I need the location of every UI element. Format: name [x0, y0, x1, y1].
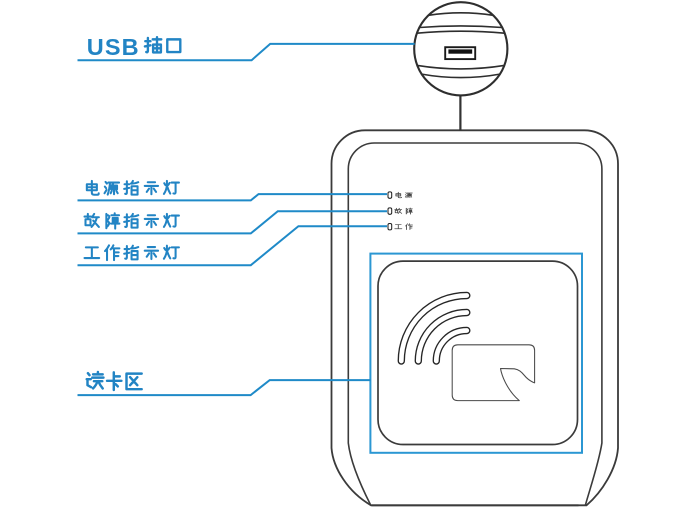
svg-text:USB: USB [87, 34, 140, 60]
